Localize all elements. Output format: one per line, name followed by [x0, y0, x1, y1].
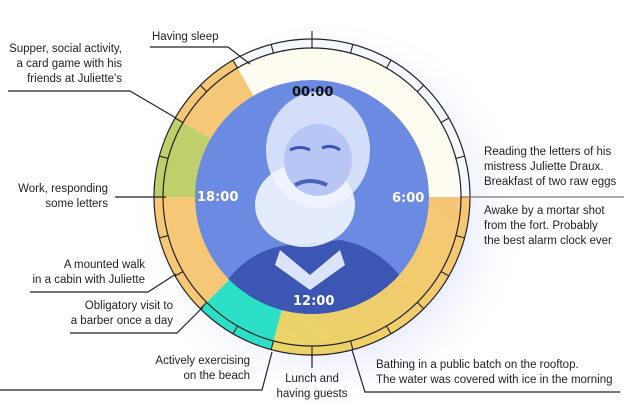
- ring-sleep: [233, 39, 470, 198]
- hour-tick: [159, 155, 169, 159]
- label-sleep: Having sleep: [152, 31, 219, 43]
- hour-tick: [270, 44, 274, 54]
- label-bathing: Bathing in a public batch on the rooftop…: [376, 359, 613, 386]
- leader-lines: [0, 46, 624, 393]
- hour-tick: [416, 84, 425, 93]
- hour-tick: [350, 340, 354, 350]
- hour-tick: [455, 155, 465, 159]
- label-supper: Supper, social activity,a card game with…: [9, 43, 122, 85]
- hour-tick: [199, 84, 208, 93]
- hour-tick: [416, 301, 425, 310]
- hour-tick: [440, 117, 450, 123]
- hour-tick: [174, 271, 184, 277]
- hour-tick: [199, 301, 208, 310]
- hour-tick: [440, 271, 450, 277]
- hour-tick: [386, 59, 392, 69]
- hour-label-00: 00:00: [292, 85, 334, 100]
- hour-tick: [455, 235, 465, 239]
- ring-work: [154, 118, 183, 197]
- hour-tick: [350, 44, 354, 54]
- hour-tick: [270, 340, 274, 350]
- hour-label-6: 6:00: [392, 191, 425, 206]
- hour-tick: [232, 59, 238, 69]
- hour-tick: [232, 325, 238, 335]
- hour-label-18: 18:00: [197, 190, 239, 205]
- portrait-photo: [195, 80, 429, 314]
- hour-tick: [174, 117, 184, 123]
- hour-label-12: 12:00: [293, 294, 335, 309]
- hour-tick: [159, 235, 169, 239]
- hour-tick: [386, 325, 392, 335]
